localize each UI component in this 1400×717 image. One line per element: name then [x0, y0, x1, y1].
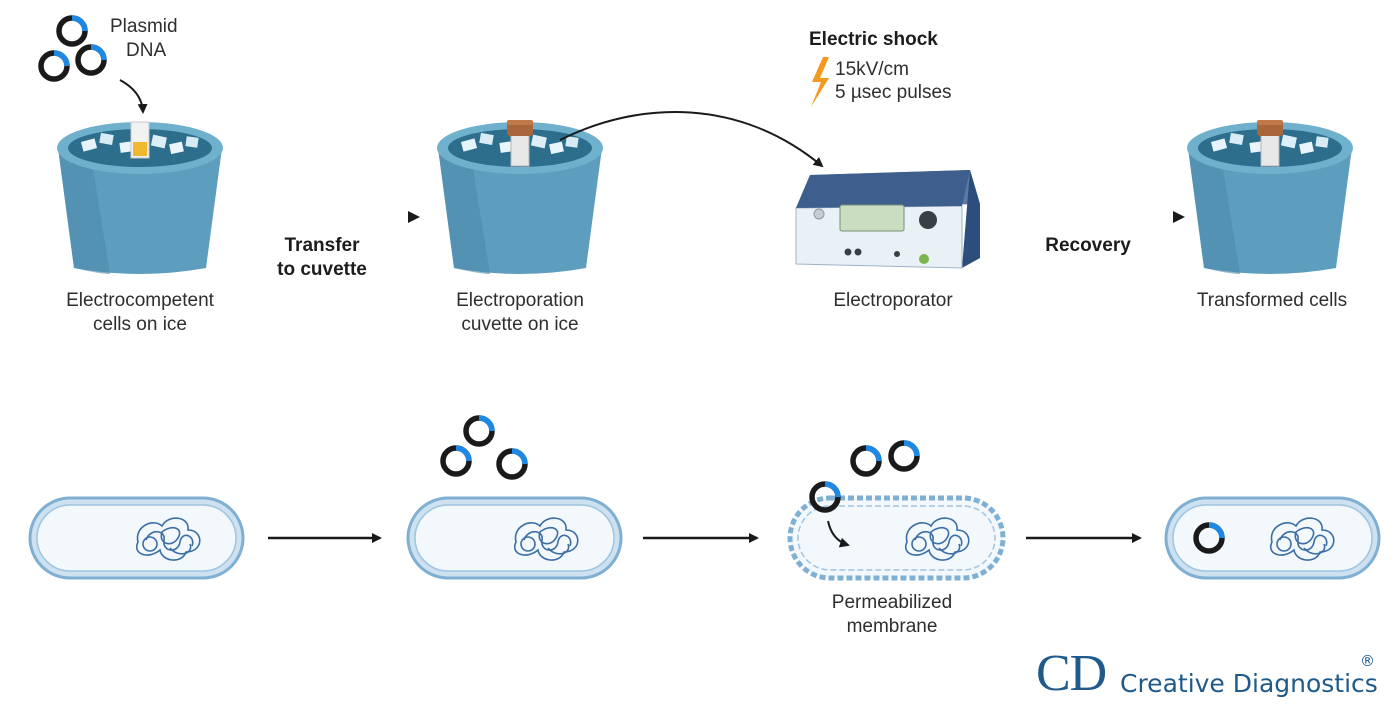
- plasmid-icon: [78, 47, 104, 73]
- step2-label-line2: cuvette on ice: [461, 314, 579, 335]
- transfer-label-line2: to cuvette: [277, 259, 367, 280]
- plasmid-icon: [466, 418, 492, 444]
- logo-registered-mark: ®: [1360, 652, 1375, 670]
- step1-label-line2: cells on ice: [93, 314, 187, 335]
- recovery-label: Recovery: [1045, 235, 1131, 256]
- plasmid-label-line2: DNA: [126, 40, 167, 61]
- shock-param-pulse: 5 µsec pulses: [835, 82, 952, 103]
- logo-initials: CD: [1036, 645, 1107, 702]
- plasmid-icon: [443, 448, 469, 474]
- plasmid-icon: [853, 448, 879, 474]
- transfer-label-line1: Transfer: [284, 235, 360, 256]
- lightning-bolt-icon: [811, 57, 829, 107]
- shock-param-voltage: 15kV/cm: [835, 59, 909, 80]
- permeabilized-label-line2: membrane: [846, 616, 938, 637]
- bacterial-cell-transformed: [1164, 496, 1381, 580]
- plasmid-icon: [59, 18, 85, 44]
- ice-bucket-2: [437, 120, 603, 274]
- ice-bucket-1: [57, 121, 223, 274]
- electroporator-device: [795, 170, 980, 269]
- plasmid-icon: [499, 451, 525, 477]
- entry-arrow: [827, 520, 850, 548]
- drop-arrow: [119, 79, 148, 114]
- step3-label: Electroporator: [833, 290, 953, 311]
- bacterial-cell-1: [28, 496, 245, 580]
- shock-title: Electric shock: [809, 29, 938, 50]
- step2-label-line1: Electroporation: [456, 290, 584, 311]
- permeabilized-label-line1: Permeabilized: [831, 592, 953, 613]
- plasmid-icon: [41, 53, 67, 79]
- step4-label: Transformed cells: [1196, 290, 1348, 311]
- step1-label-line1: Electrocompetent: [66, 290, 214, 311]
- logo-name: Creative Diagnostics: [1120, 669, 1378, 698]
- bacterial-cell-2: [406, 496, 623, 580]
- ice-bucket-3: [1187, 120, 1353, 274]
- arrow-to-electroporator: [559, 110, 824, 168]
- bacterial-cell-permeabilized: [787, 495, 1006, 581]
- plasmid-label-line1: Plasmid: [110, 16, 178, 37]
- plasmid-icon: [891, 443, 917, 469]
